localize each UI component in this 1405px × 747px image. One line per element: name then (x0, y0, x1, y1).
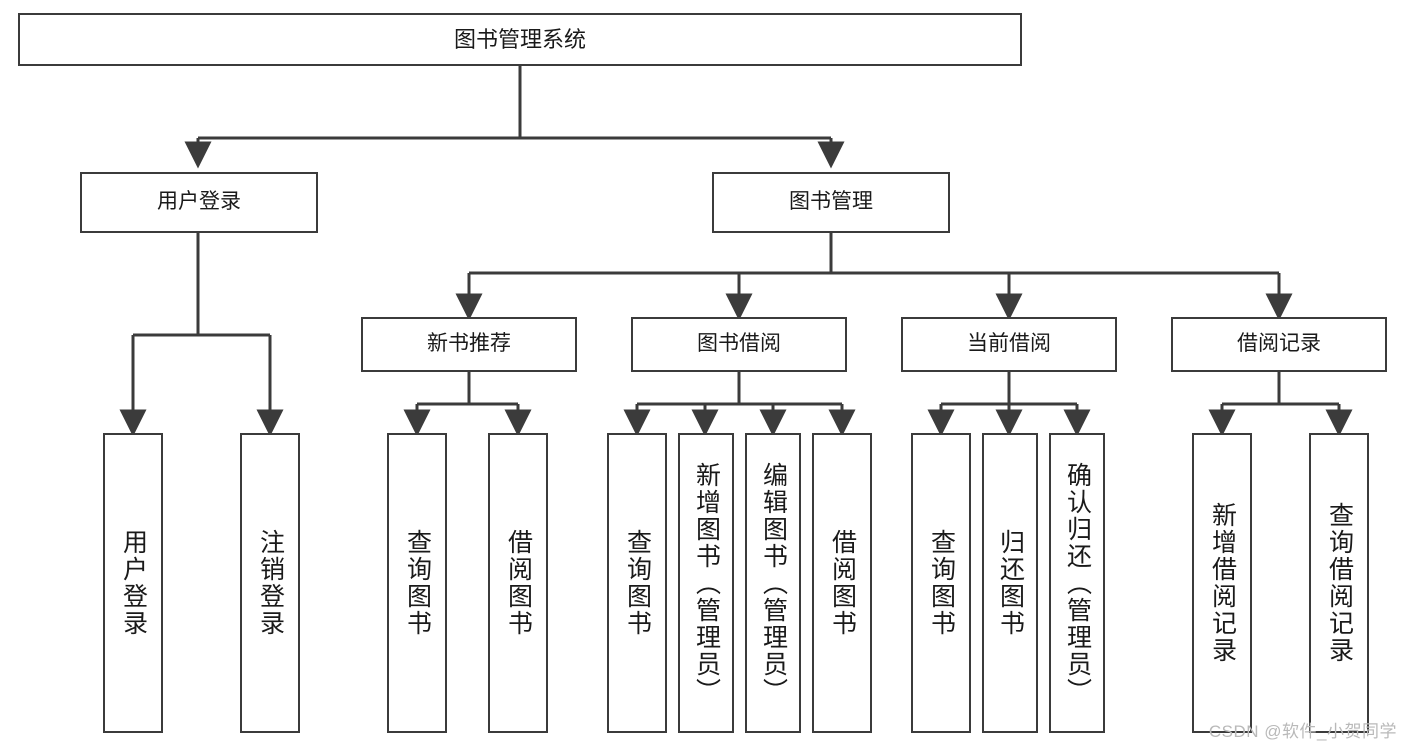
node-book-manage[interactable]: 图书管理 (712, 172, 950, 233)
node-label: 图书借阅 (697, 332, 781, 356)
node-label: 图书管理系统 (453, 26, 586, 52)
leaf-add-book-admin[interactable]: 新增图书（管理员） (678, 433, 734, 733)
leaf-logout-login[interactable]: 注销登录 (240, 433, 300, 733)
node-label: 查询图书 (403, 529, 432, 637)
leaf-confirm-return-admin[interactable]: 确认归还（管理员） (1049, 433, 1105, 733)
node-root-system[interactable]: 图书管理系统 (18, 13, 1022, 66)
node-label: 借阅记录 (1237, 332, 1321, 356)
node-label: 归还图书 (996, 529, 1025, 637)
leaf-query-book-recommend[interactable]: 查询图书 (387, 433, 447, 733)
node-label: 用户登录 (157, 190, 241, 214)
node-label: 编辑图书（管理员） (759, 461, 788, 705)
leaf-borrow-book-recommend[interactable]: 借阅图书 (488, 433, 548, 733)
csdn-watermark: CSDN @软件_小贺同学 (1208, 722, 1397, 741)
node-label: 新增图书（管理员） (692, 461, 721, 705)
leaf-edit-book-admin[interactable]: 编辑图书（管理员） (745, 433, 801, 733)
leaf-query-borrow-record[interactable]: 查询借阅记录 (1309, 433, 1369, 733)
node-label: 新增借阅记录 (1208, 502, 1237, 664)
node-label: 新书推荐 (427, 332, 511, 356)
node-label: 确认归还（管理员） (1063, 461, 1092, 705)
node-label: 查询借阅记录 (1325, 502, 1354, 664)
node-label: 借阅图书 (504, 529, 533, 637)
node-label: 用户登录 (119, 529, 148, 637)
node-label: 借阅图书 (828, 529, 857, 637)
node-label: 查询图书 (927, 529, 956, 637)
node-user-login[interactable]: 用户登录 (80, 172, 318, 233)
node-book-borrow[interactable]: 图书借阅 (631, 317, 847, 372)
node-current-borrow[interactable]: 当前借阅 (901, 317, 1117, 372)
leaf-query-book-borrow[interactable]: 查询图书 (607, 433, 667, 733)
node-label: 注销登录 (256, 529, 285, 637)
node-label: 图书管理 (789, 190, 873, 214)
leaf-borrow-book[interactable]: 借阅图书 (812, 433, 872, 733)
node-borrow-record[interactable]: 借阅记录 (1171, 317, 1387, 372)
node-label: 当前借阅 (967, 332, 1051, 356)
leaf-return-book[interactable]: 归还图书 (982, 433, 1038, 733)
leaf-query-book-current[interactable]: 查询图书 (911, 433, 971, 733)
leaf-add-borrow-record[interactable]: 新增借阅记录 (1192, 433, 1252, 733)
leaf-user-login[interactable]: 用户登录 (103, 433, 163, 733)
node-new-book-recommend[interactable]: 新书推荐 (361, 317, 577, 372)
node-label: 查询图书 (623, 529, 652, 637)
